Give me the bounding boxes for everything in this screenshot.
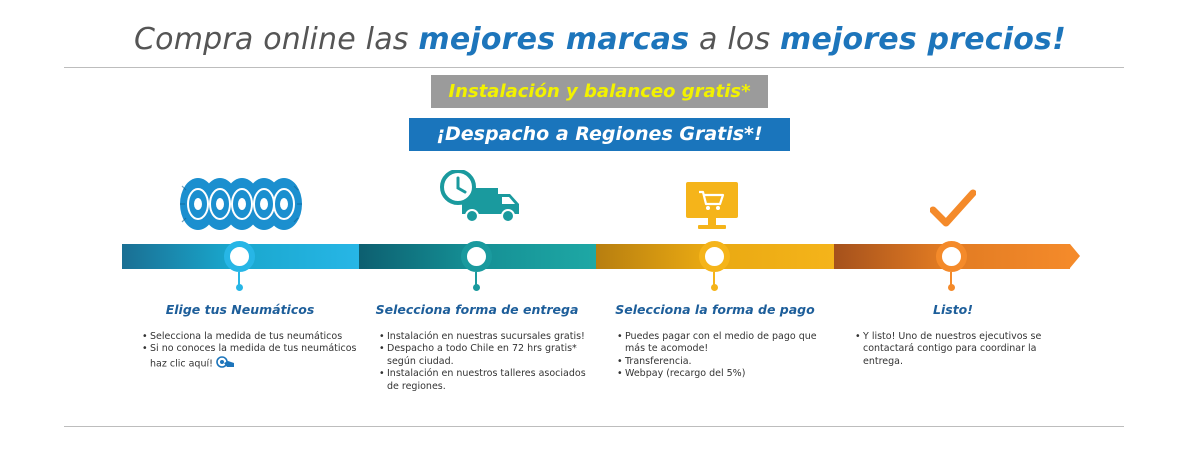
list-item-text: Transferencia. xyxy=(625,355,692,367)
step-2-list: Instalación en nuestras sucursales grati… xyxy=(379,331,589,393)
list-item-text: Despacho a todo Chile en 72 hrs gratis* … xyxy=(387,343,577,367)
page-headline: Compra online las mejores marcas a los m… xyxy=(0,22,1200,57)
list-item-text: Webpay (recargo del 5%) xyxy=(625,368,746,380)
bottom-divider xyxy=(64,426,1124,427)
installation-banner: Instalación y balanceo gratis* xyxy=(431,75,768,108)
list-item: Puedes pagar con el medio de pago que má… xyxy=(617,331,822,356)
list-item-text: Instalación en nuestras sucursales grati… xyxy=(387,331,585,342)
step-1-title: Elige tus Neumáticos xyxy=(165,302,315,317)
step-3-title: Selecciona la forma de pago xyxy=(615,302,815,317)
list-item-text: Instalación en nuestros talleres asociad… xyxy=(387,368,586,392)
list-item: Y listo! Uno de nuestros ejecutivos se c… xyxy=(855,331,1075,368)
checkmark-icon xyxy=(929,188,977,232)
step-4-dot xyxy=(947,284,955,291)
step-1-marker xyxy=(224,241,255,272)
list-item: Instalación en nuestros talleres asociad… xyxy=(379,368,589,393)
step-1-stem xyxy=(238,272,240,286)
list-item: Selecciona la medida de tus neumáticos xyxy=(142,331,357,344)
shipping-banner: ¡Despacho a Regiones Gratis*! xyxy=(409,118,790,151)
step-2-title: Selecciona forma de entrega xyxy=(375,302,579,317)
list-item-text: Y listo! Uno de nuestros ejecutivos se c… xyxy=(863,331,1042,367)
list-item-text: Selecciona la medida de tus neumáticos xyxy=(150,331,343,342)
delivery-truck-clock-icon xyxy=(440,169,524,232)
list-item: Instalación en nuestras sucursales grati… xyxy=(379,331,589,344)
step-3-stem xyxy=(713,272,715,286)
tires-icon xyxy=(176,176,306,236)
list-item-text: Puedes pagar con el medio de pago que má… xyxy=(625,331,817,355)
list-item[interactable]: Si no conoces la medida de tus neumático… xyxy=(142,343,357,372)
progress-arrow-tip xyxy=(1070,244,1080,268)
list-item: Transferencia. xyxy=(617,355,822,369)
step-3-dot xyxy=(710,284,718,291)
step-1-list: Selecciona la medida de tus neumáticos S… xyxy=(142,331,357,372)
step-2-dot xyxy=(472,284,480,291)
monitor-cart-icon xyxy=(684,180,740,234)
step-1-dot xyxy=(235,284,243,291)
headline-highlight-brands: mejores marcas xyxy=(418,22,690,57)
step-2-marker xyxy=(461,241,492,272)
headline-text-2: a los xyxy=(689,22,781,57)
list-item: Despacho a todo Chile en 72 hrs gratis* … xyxy=(379,343,589,368)
step-3-list: Puedes pagar con el medio de pago que má… xyxy=(617,331,822,381)
step-4-title: Listo! xyxy=(933,302,973,317)
step-3-marker xyxy=(699,241,730,272)
headline-highlight-prices: mejores precios! xyxy=(780,22,1066,57)
step-4-list: Y listo! Uno de nuestros ejecutivos se c… xyxy=(855,331,1075,368)
size-help-link[interactable]: Si no conoces la medida de tus neumático… xyxy=(150,343,357,370)
headline-text-1: Compra online las xyxy=(134,22,419,57)
step-2-stem xyxy=(475,272,477,286)
step-4-stem xyxy=(950,272,952,286)
top-divider xyxy=(64,67,1124,68)
list-item: Webpay (recargo del 5%) xyxy=(617,368,822,381)
step-4-marker xyxy=(936,241,967,272)
click-hand-icon[interactable] xyxy=(216,356,236,372)
